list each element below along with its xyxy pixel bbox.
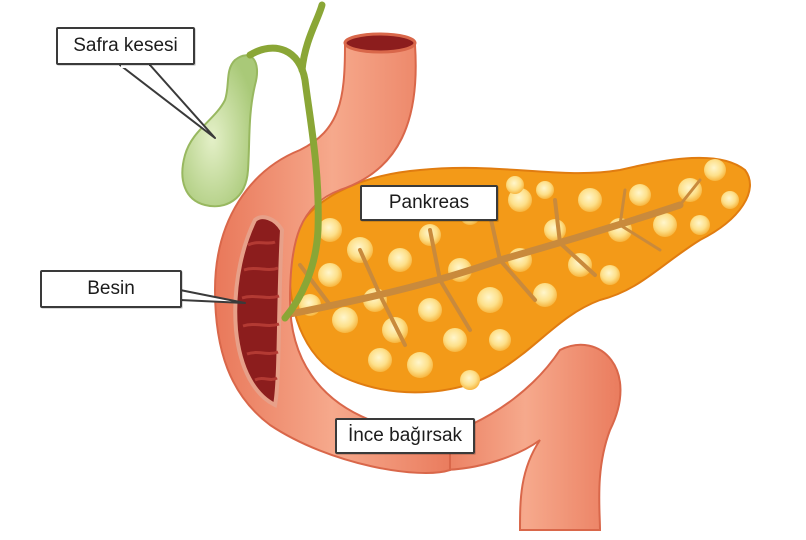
label-food: Besin (40, 270, 182, 308)
label-small-intestine: İnce bağırsak (335, 418, 475, 454)
label-pancreas: Pankreas (360, 185, 498, 221)
gallbladder-organ (182, 55, 257, 206)
duodenum-opening (345, 34, 415, 52)
hepatic-duct (302, 5, 322, 70)
pointer-gallbladder (120, 65, 215, 138)
label-gallbladder: Safra kesesi (56, 27, 195, 65)
